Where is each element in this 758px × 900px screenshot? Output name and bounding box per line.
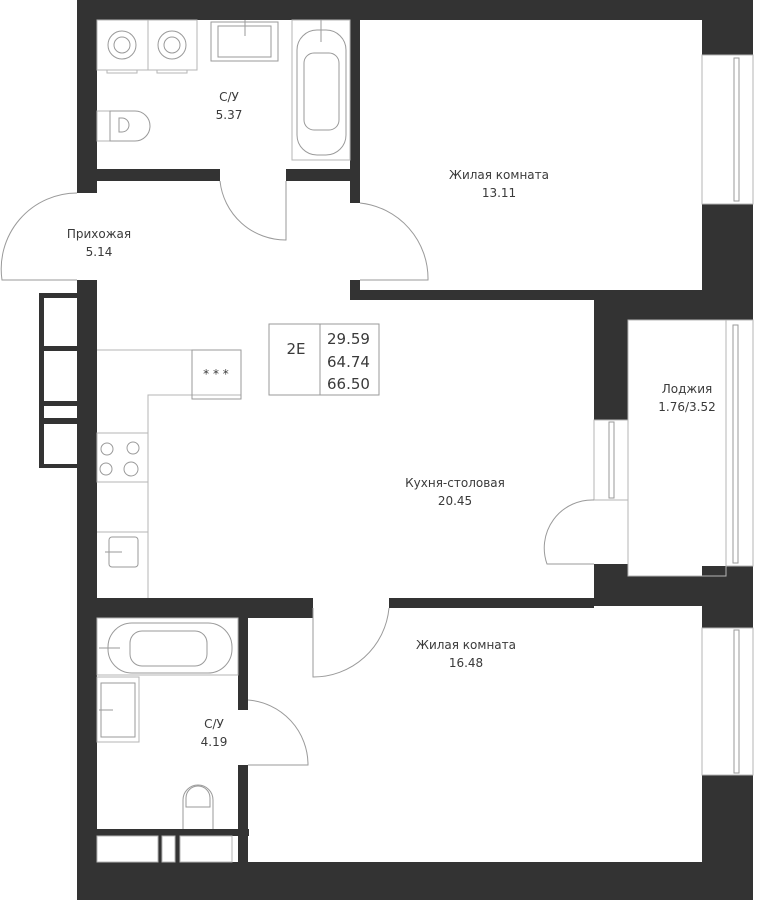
room-loggia: Лоджия 1.76/3.52: [658, 382, 715, 414]
room-area: 13.11: [482, 186, 516, 200]
room-living-room-1: Жилая комната 13.11: [449, 168, 549, 200]
room-area: 4.19: [201, 735, 228, 749]
room-name: С/У: [219, 90, 239, 104]
walls: [39, 0, 753, 900]
room-hallway: Прихожая 5.14: [67, 227, 131, 259]
room-bathroom-1: С/У 5.37: [216, 90, 243, 122]
area-living: 29.59: [327, 330, 370, 348]
room-living-room-2: Жилая комната 16.48: [416, 638, 516, 670]
room-name: Жилая комната: [416, 638, 516, 652]
room-area: 16.48: [449, 656, 483, 670]
apartment-info-box: 2E 29.59 64.74 66.50: [268, 323, 380, 396]
windows: [593, 54, 754, 776]
area-total: 64.74: [327, 353, 370, 371]
room-name: Лоджия: [662, 382, 713, 396]
area-total-with-loggia: 66.50: [327, 375, 370, 393]
room-area: 5.37: [216, 108, 243, 122]
room-bathroom-2: С/У 4.19: [201, 717, 228, 749]
room-area: 1.76/3.52: [658, 400, 715, 414]
apartment-type-code: 2E: [286, 340, 305, 358]
room-name: Кухня-столовая: [405, 476, 505, 490]
svg-text:* * *: * * *: [203, 367, 229, 381]
room-area: 20.45: [438, 494, 472, 508]
room-name: Жилая комната: [449, 168, 549, 182]
doors: [0, 180, 595, 766]
room-name: Прихожая: [67, 227, 131, 241]
room-area: 5.14: [86, 245, 113, 259]
bathroom-2-fixtures: [96, 617, 239, 863]
room-kitchen-dining: Кухня-столовая 20.45: [405, 476, 505, 508]
room-name: С/У: [204, 717, 224, 731]
room-labels: С/У 5.37 Прихожая 5.14 Жилая комната 13.…: [67, 90, 716, 749]
kitchen-fixtures: * * *: [96, 349, 242, 598]
bathroom-1-fixtures: [96, 19, 351, 161]
